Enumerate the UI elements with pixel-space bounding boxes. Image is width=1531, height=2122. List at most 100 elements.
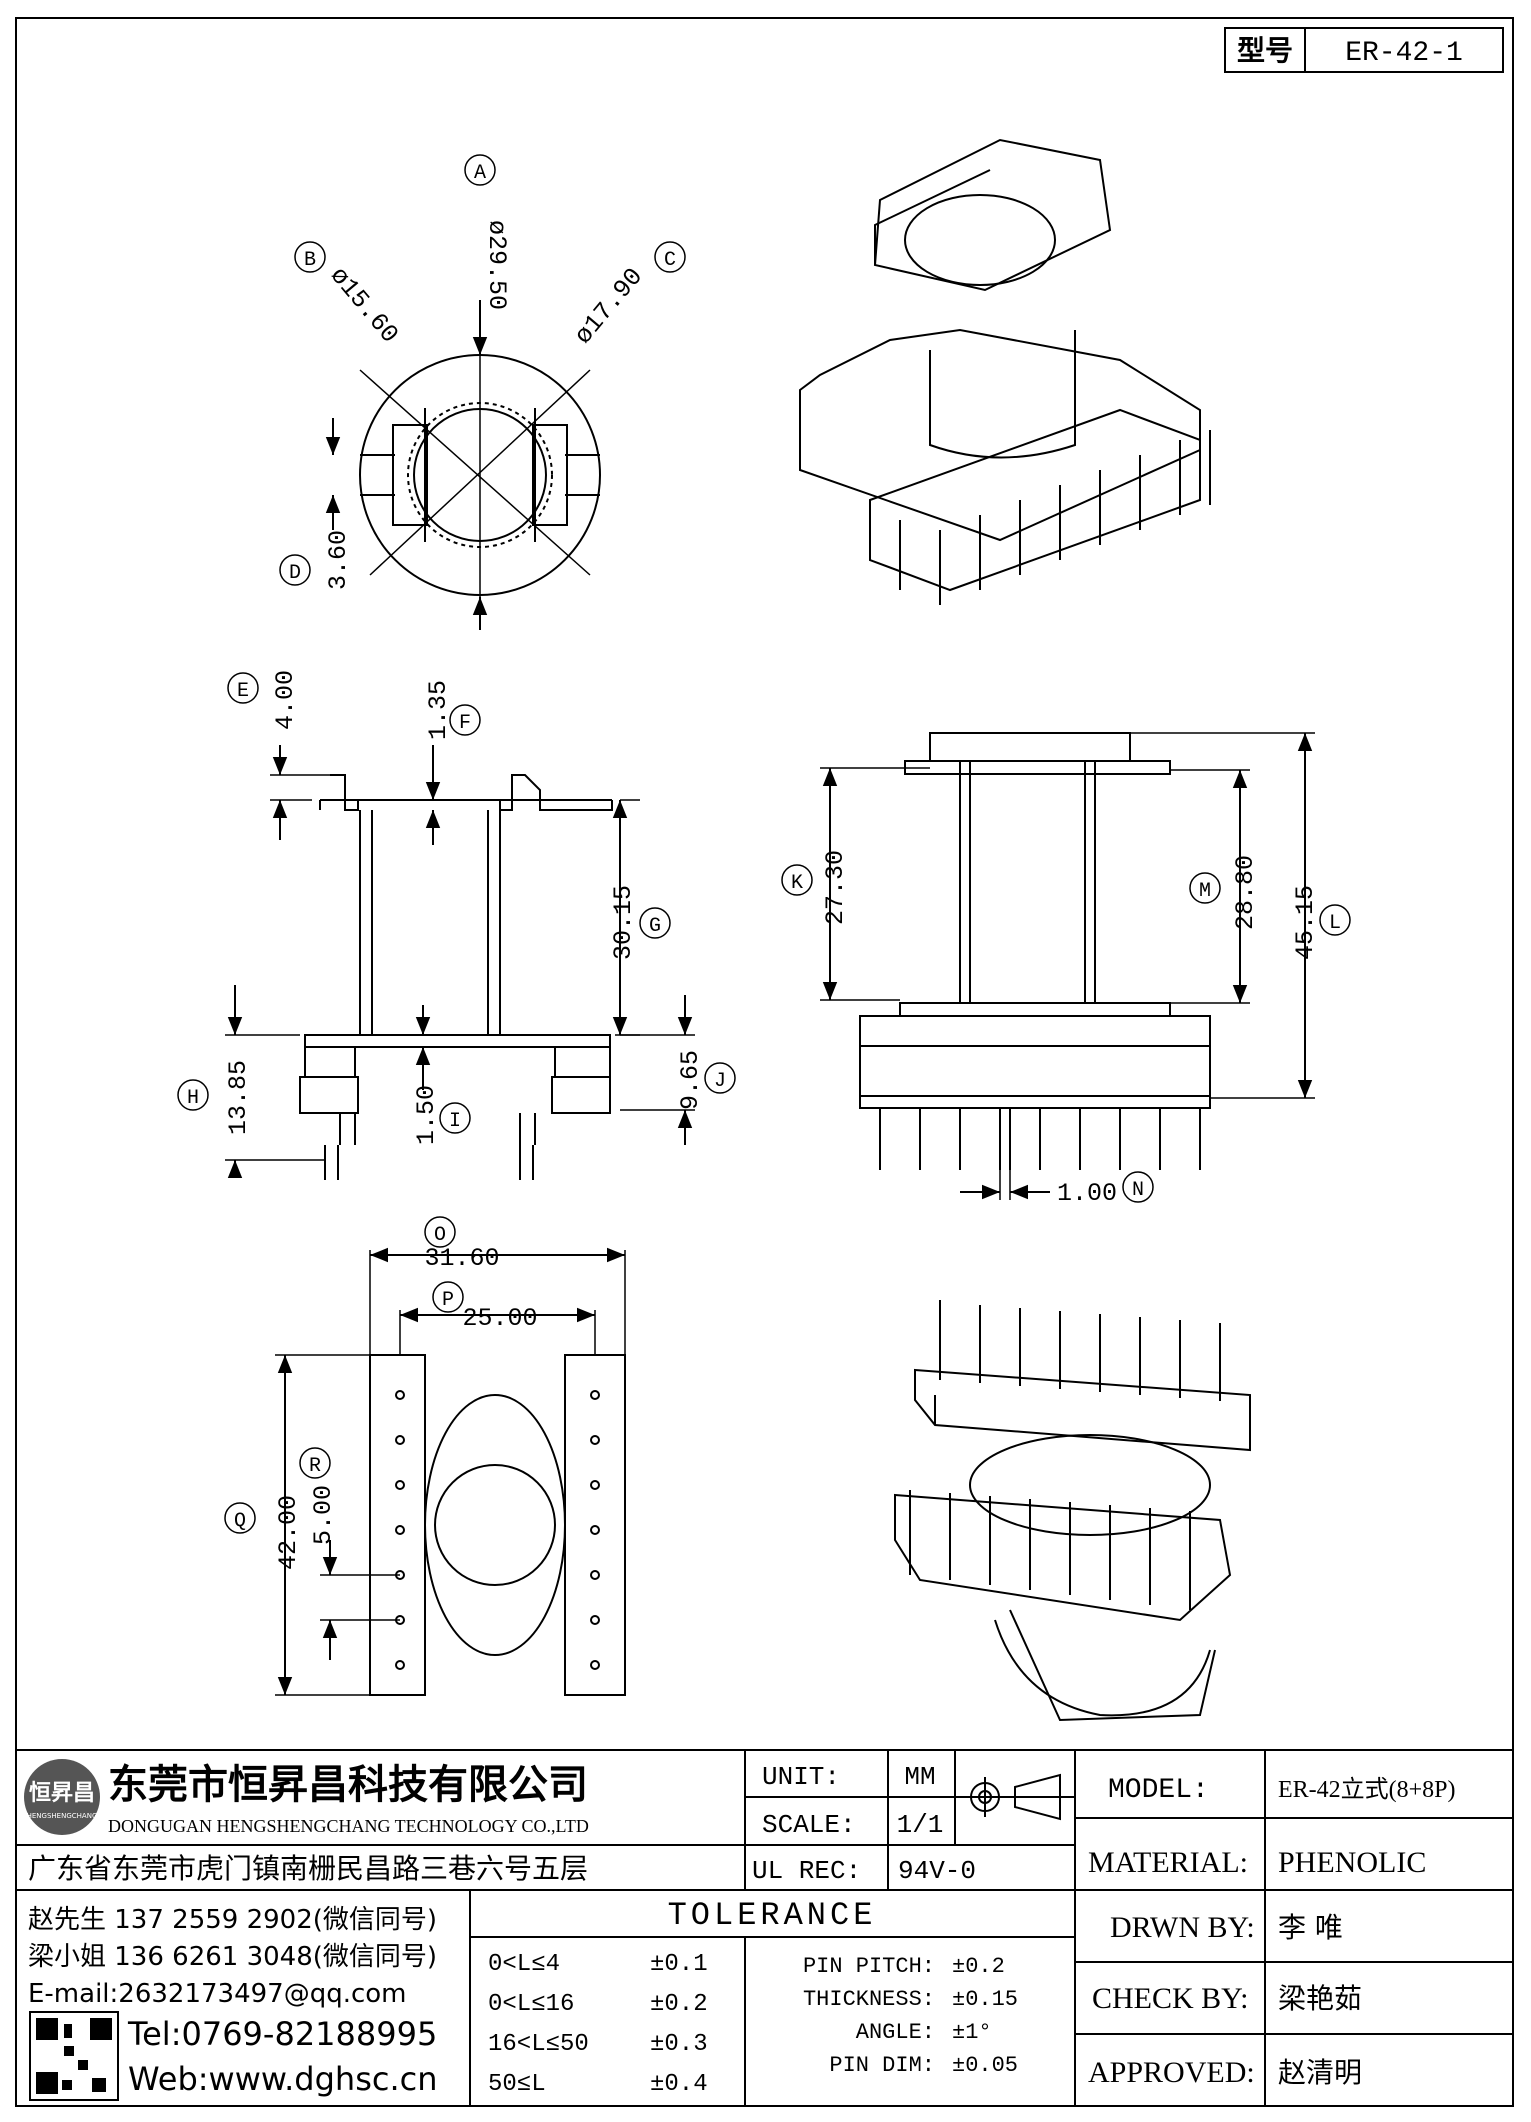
dim-O-letter: O (434, 1224, 446, 1247)
dim-F-value: 1.35 (424, 680, 453, 740)
dim-A: A ø29.50 (464, 154, 511, 310)
tol-value-0: ±0.1 (650, 1951, 708, 1978)
contact-2: 梁小姐 136 6261 3048(微信同号) (28, 1942, 437, 1972)
material-label: MATERIAL: (1088, 1846, 1248, 1879)
dim-M: M 28.80 (1189, 855, 1260, 930)
check-value: 梁艳茹 (1278, 1982, 1362, 2015)
dim-P-value: 25.00 (462, 1304, 537, 1333)
material-value: PHENOLIC (1278, 1846, 1426, 1879)
ulrec-label: UL REC: (752, 1856, 861, 1886)
approved-value: 赵清明 (1278, 2056, 1362, 2089)
pin-label-0: PIN PITCH: (803, 1954, 935, 1979)
dim-N: N 1.00 (1057, 1171, 1154, 1208)
unit-label: UNIT: (762, 1762, 840, 1792)
dim-R-value: 5.00 (309, 1485, 338, 1545)
company-name-en: DONGUGAN HENGSHENGCHANG TECHNOLOGY CO.,L… (108, 1816, 589, 1836)
dim-O-value: 31.60 (424, 1244, 499, 1273)
dim-A-value: ø29.50 (482, 220, 511, 310)
projection-symbol (965, 1773, 1061, 1821)
dim-G-value: 30.15 (609, 885, 638, 960)
dim-G: G 30.15 (609, 885, 671, 960)
dim-B-letter: B (304, 249, 316, 272)
dim-H: H 13.85 (177, 1060, 253, 1135)
contact-tel: Tel:0769-82188995 (127, 2015, 437, 2053)
approved-label: APPROVED: (1088, 2056, 1255, 2089)
bottom-view (275, 1247, 626, 1696)
dim-D-value: 3.60 (324, 530, 353, 590)
dim-F-letter: F (459, 712, 471, 735)
tol-range-2: 16<L≤50 (488, 2031, 589, 2058)
model-value: ER-42立式(8+8P) (1278, 1776, 1456, 1803)
dim-N-letter: N (1132, 1179, 1144, 1202)
pin-label-2: ANGLE: (856, 2020, 935, 2045)
tolerance-rows: 0<L≤4 ±0.1 0<L≤16 ±0.2 16<L≤50 ±0.3 50≤L… (488, 1951, 708, 2098)
model-code-label: 型号 (1237, 34, 1293, 67)
pin-value-1: ±0.15 (952, 1987, 1018, 2012)
contact-web: Web:www.dghsc.cn (128, 2060, 438, 2098)
dim-K-letter: K (791, 872, 803, 895)
dim-P: P 25.00 (432, 1281, 538, 1333)
dim-G-letter: G (649, 915, 661, 938)
iso-view-bottom (894, 1300, 1251, 1722)
dim-L: L 45.15 (1291, 885, 1351, 960)
dim-B-value: ø15.60 (324, 262, 404, 350)
dim-I-value: 1.50 (412, 1085, 441, 1145)
qr-code (29, 2011, 119, 2101)
logo-sub: HENGSHENGCHANG (27, 1812, 98, 1820)
dim-D: D 3.60 (279, 530, 353, 590)
tol-value-2: ±0.3 (650, 2031, 708, 2058)
dim-M-value: 28.80 (1231, 855, 1260, 930)
pin-value-3: ±0.05 (952, 2053, 1018, 2078)
dim-L-value: 45.15 (1291, 885, 1320, 960)
pin-label-1: THICKNESS: (803, 1987, 935, 2012)
dim-J: J 9.65 (676, 1050, 736, 1110)
drawn-label: DRWN BY: (1110, 1911, 1255, 1944)
scale-label: SCALE: (762, 1810, 856, 1840)
title-block (16, 1749, 1513, 2106)
dim-E-letter: E (237, 680, 249, 703)
dim-C-value: ø17.90 (569, 263, 649, 351)
sheet-border (15, 17, 1514, 2107)
iso-view-top (799, 138, 1211, 605)
dim-C-letter: C (664, 249, 676, 272)
dim-I-letter: I (449, 1110, 461, 1133)
check-label: CHECK BY: (1092, 1982, 1248, 2015)
unit-value: MM (904, 1762, 935, 1792)
tolerance-title: TOLERANCE (668, 1897, 877, 1934)
dim-N-value: 1.00 (1057, 1179, 1117, 1208)
dim-L-letter: L (1329, 912, 1341, 935)
dim-R-letter: R (309, 1455, 321, 1478)
company-address: 广东省东莞市虎门镇南栅民昌路三巷六号五层 (28, 1852, 588, 1885)
company-logo: 恒昇昌 HENGSHENGCHANG (24, 1759, 100, 1835)
dim-Q-letter: Q (234, 1510, 246, 1533)
side-view (820, 732, 1315, 1200)
pin-value-0: ±0.2 (952, 1954, 1005, 1979)
scale-value: 1/1 (897, 1810, 944, 1840)
dim-J-letter: J (714, 1070, 726, 1093)
dim-K: K 27.30 (781, 850, 850, 925)
tol-range-3: 50≤L (488, 2071, 546, 2098)
dim-O: O 31.60 (424, 1216, 500, 1273)
logo-text: 恒昇昌 (29, 1780, 95, 1806)
front-view (225, 745, 695, 1180)
dim-H-letter: H (187, 1087, 199, 1110)
dimension-labels: A ø29.50 B ø15.60 C ø17.90 D 3.60 E 4.00 (177, 154, 1351, 1570)
dim-M-letter: M (1199, 880, 1211, 903)
model-code-box: 型号 ER-42-1 (1224, 27, 1504, 73)
dim-C: C ø17.90 (569, 241, 686, 351)
contact-1: 赵先生 137 2559 2902(微信同号) (28, 1905, 437, 1935)
ulrec-value: 94V-0 (898, 1856, 976, 1886)
dim-A-letter: A (474, 162, 486, 185)
dim-P-letter: P (442, 1289, 454, 1312)
dim-E-value: 4.00 (271, 670, 300, 730)
pin-tolerance-rows: PIN PITCH: ±0.2 THICKNESS: ±0.15 ANGLE: … (803, 1954, 1018, 2078)
tol-value-3: ±0.4 (650, 2071, 708, 2098)
model-code: ER-42-1 (1345, 38, 1463, 69)
company-name-cn: 东莞市恒昇昌科技有限公司 (108, 1762, 588, 1808)
pin-label-3: PIN DIM: (829, 2053, 935, 2078)
tol-value-1: ±0.2 (650, 1991, 708, 2018)
pin-value-2: ±1° (952, 2020, 992, 2045)
top-view (325, 300, 601, 630)
model-label: MODEL: (1108, 1775, 1209, 1806)
